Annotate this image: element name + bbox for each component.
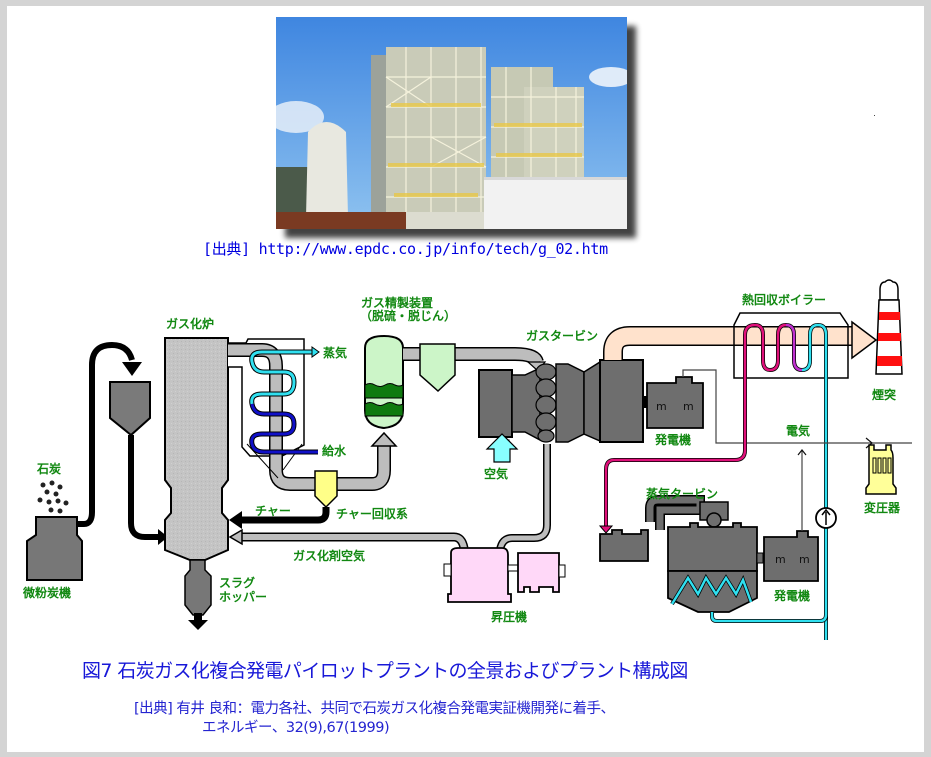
- electricity-arrowhead: [865, 437, 873, 449]
- hrsg-coils: [743, 322, 828, 640]
- label-gt-generator: 発電機: [654, 432, 691, 447]
- condenser-coil-inner: [670, 575, 753, 605]
- label-hrsg: 熱回収ボイラー: [742, 292, 826, 307]
- label-char: チャー: [255, 504, 291, 518]
- feedwater-pump-icon: [815, 507, 837, 529]
- label-char-recovery: チャー回収系: [336, 506, 408, 521]
- feedwater-coil-inner: [250, 403, 318, 454]
- gasifying-air-arrowhead: [228, 528, 243, 546]
- hrsg-casing: [733, 312, 849, 379]
- label-steam-turbine: 蒸気タービン: [646, 486, 718, 501]
- label-steam: 蒸気: [323, 345, 347, 360]
- coal-feed-arrowhead: [122, 362, 142, 376]
- dust-filter: [419, 343, 456, 393]
- plant-photo-illustration: [276, 17, 627, 229]
- stray-dot: [874, 115, 875, 116]
- coal-particles-icon: [37, 480, 69, 514]
- label-booster: 昇圧機: [491, 609, 527, 624]
- pulverizer: [26, 516, 83, 581]
- label-slag-hopper-2: ホッパー: [219, 590, 267, 604]
- plant-photo: [276, 17, 627, 229]
- gas-turbine: [478, 359, 644, 443]
- label-gasifier: ガス化炉: [166, 316, 214, 331]
- label-coal: 石炭: [36, 461, 61, 476]
- cleanup-inlet-arrowhead: [370, 431, 398, 447]
- hp-steam-line-inner: [604, 440, 747, 528]
- gt-generator: m m: [643, 376, 704, 429]
- figure-reference-line1: [出典] 有井 良和：電力各社、共同で石炭ガス化複合発電実証機開発に着手、: [134, 701, 615, 717]
- figure-caption: 図7 石炭ガス化複合発電パイロットプラントの全景およびプラント構成図: [82, 660, 688, 682]
- label-gas-cleanup: ガス精製装置: [361, 295, 433, 310]
- stack: [875, 279, 903, 375]
- label-slag-hopper: スラグ: [219, 575, 255, 590]
- booster-compressor: [443, 547, 566, 603]
- st-electricity-arrowhead: [797, 449, 807, 456]
- label-gasifying-air: ガス化剤空気: [293, 548, 365, 563]
- char-recovery-pipe-inner: [330, 445, 390, 490]
- exhaust-duct-inner: [604, 327, 852, 360]
- label-stack: 煙突: [872, 387, 896, 402]
- coal-feed-line: [78, 341, 135, 527]
- label-gas-cleanup-sub: （脱硫・脱じん）: [360, 308, 456, 323]
- label-st-generator: 発電機: [773, 588, 810, 603]
- feedwater-return-inner: [710, 450, 828, 623]
- electricity-line: [682, 369, 912, 444]
- compressor-bleed-inner: [497, 444, 550, 551]
- hopper-to-gasifier-line: [128, 435, 160, 540]
- clean-gas-pipe-inner: [403, 348, 543, 365]
- coal-hopper: [109, 381, 151, 437]
- gen-mark-4: m: [799, 553, 810, 566]
- label-air: 空気: [484, 466, 508, 481]
- hp-steam-arrowhead: [598, 525, 614, 534]
- steam-outlet-arrowhead: [311, 346, 320, 358]
- st-generator: m m: [763, 530, 819, 582]
- label-feedwater: 給水: [322, 443, 347, 458]
- hopper-arrowhead: [158, 529, 168, 545]
- gas-cleanup-vessel: [364, 334, 404, 430]
- label-electricity: 電気: [786, 423, 810, 438]
- steam-coil-upper: [250, 350, 312, 405]
- transformer: [865, 444, 897, 495]
- label-transformer: 変圧器: [864, 500, 901, 515]
- photo-source-citation: [出典] http://www.epdc.co.jp/info/tech/g_0…: [203, 240, 608, 258]
- gasifier: [164, 337, 229, 630]
- gasifying-air-line-inner: [240, 534, 467, 549]
- gen-mark-2: m: [683, 400, 694, 413]
- steam-turbine: [599, 495, 764, 613]
- figure-reference-line2: エネルギー、32(9),67(1999): [202, 720, 390, 736]
- label-pulverizer: 微粉炭機: [22, 585, 71, 600]
- air-arrow-icon: [485, 433, 519, 463]
- label-gas-turbine: ガスタービン: [526, 328, 598, 343]
- char-recovery-cyclone: [314, 470, 338, 509]
- char-return-arrowhead: [229, 511, 242, 529]
- exhaust-arrowhead: [851, 320, 878, 360]
- gen-mark-1: m: [656, 400, 667, 413]
- char-return-line: [240, 507, 330, 524]
- gen-mark-3: m: [775, 553, 786, 566]
